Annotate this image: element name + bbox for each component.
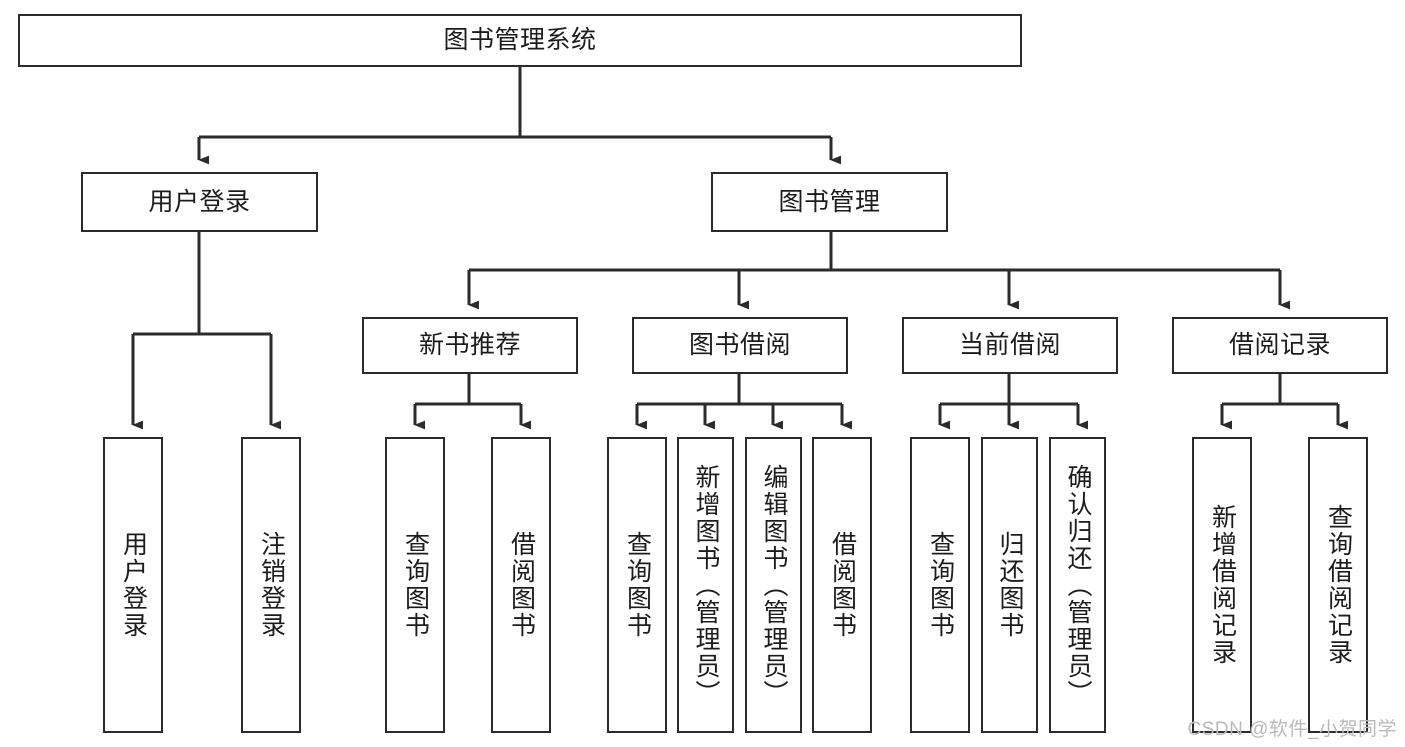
node-book-borrowing[interactable]: 图书借阅	[632, 317, 848, 374]
node-label: 借阅图书	[828, 531, 857, 639]
node-leaf-query-book-recommendation[interactable]: 查询图书	[385, 437, 445, 733]
node-leaf-borrow-book-borrowing[interactable]: 借阅图书	[812, 437, 872, 733]
node-label: 借阅记录	[1228, 331, 1331, 359]
node-label: 查询图书	[926, 531, 955, 639]
watermark: CSDN @软件_小贺同学	[1187, 719, 1397, 740]
node-label: 新书推荐	[418, 331, 521, 359]
node-label: 确认归还（管理员）	[1064, 463, 1092, 707]
node-label: 借阅图书	[507, 531, 536, 639]
node-leaf-add-borrow-record[interactable]: 新增借阅记录	[1192, 437, 1252, 733]
node-label: 图书管理系统	[443, 26, 597, 54]
node-book-management[interactable]: 图书管理	[711, 172, 948, 232]
node-leaf-query-book-borrowing[interactable]: 查询图书	[607, 437, 667, 733]
node-borrowing-record[interactable]: 借阅记录	[1172, 317, 1388, 374]
node-leaf-borrow-book-recommendation[interactable]: 借阅图书	[491, 437, 551, 733]
node-leaf-add-book-admin[interactable]: 新增图书（管理员）	[677, 437, 734, 733]
node-label: 新增借阅记录	[1208, 504, 1237, 666]
node-leaf-logout[interactable]: 注销登录	[241, 437, 301, 733]
node-label: 注销登录	[257, 531, 286, 639]
node-label: 查询借阅记录	[1324, 504, 1353, 666]
node-leaf-user-login[interactable]: 用户登录	[103, 437, 163, 733]
node-current-borrowing[interactable]: 当前借阅	[902, 317, 1118, 374]
node-label: 编辑图书（管理员）	[760, 463, 788, 707]
node-label: 查询图书	[401, 531, 430, 639]
node-label: 图书管理	[778, 187, 881, 216]
node-label: 当前借阅	[958, 331, 1061, 359]
node-leaf-confirm-return-admin[interactable]: 确认归还（管理员）	[1049, 437, 1106, 733]
node-leaf-return-book[interactable]: 归还图书	[981, 437, 1038, 733]
node-label: 查询图书	[623, 531, 652, 639]
node-leaf-edit-book-admin[interactable]: 编辑图书（管理员）	[745, 437, 802, 733]
node-label: 归还图书	[996, 531, 1024, 639]
node-leaf-query-borrow-record[interactable]: 查询借阅记录	[1308, 437, 1368, 733]
node-user-login[interactable]: 用户登录	[81, 172, 318, 232]
node-label: 图书借阅	[688, 331, 791, 359]
node-label: 新增图书（管理员）	[692, 463, 720, 707]
node-label: 用户登录	[148, 187, 251, 216]
node-new-book-recommendation[interactable]: 新书推荐	[362, 317, 578, 374]
node-label: 用户登录	[119, 531, 148, 639]
node-root-book-management-system[interactable]: 图书管理系统	[18, 14, 1022, 67]
node-leaf-query-book-current[interactable]: 查询图书	[910, 437, 970, 733]
